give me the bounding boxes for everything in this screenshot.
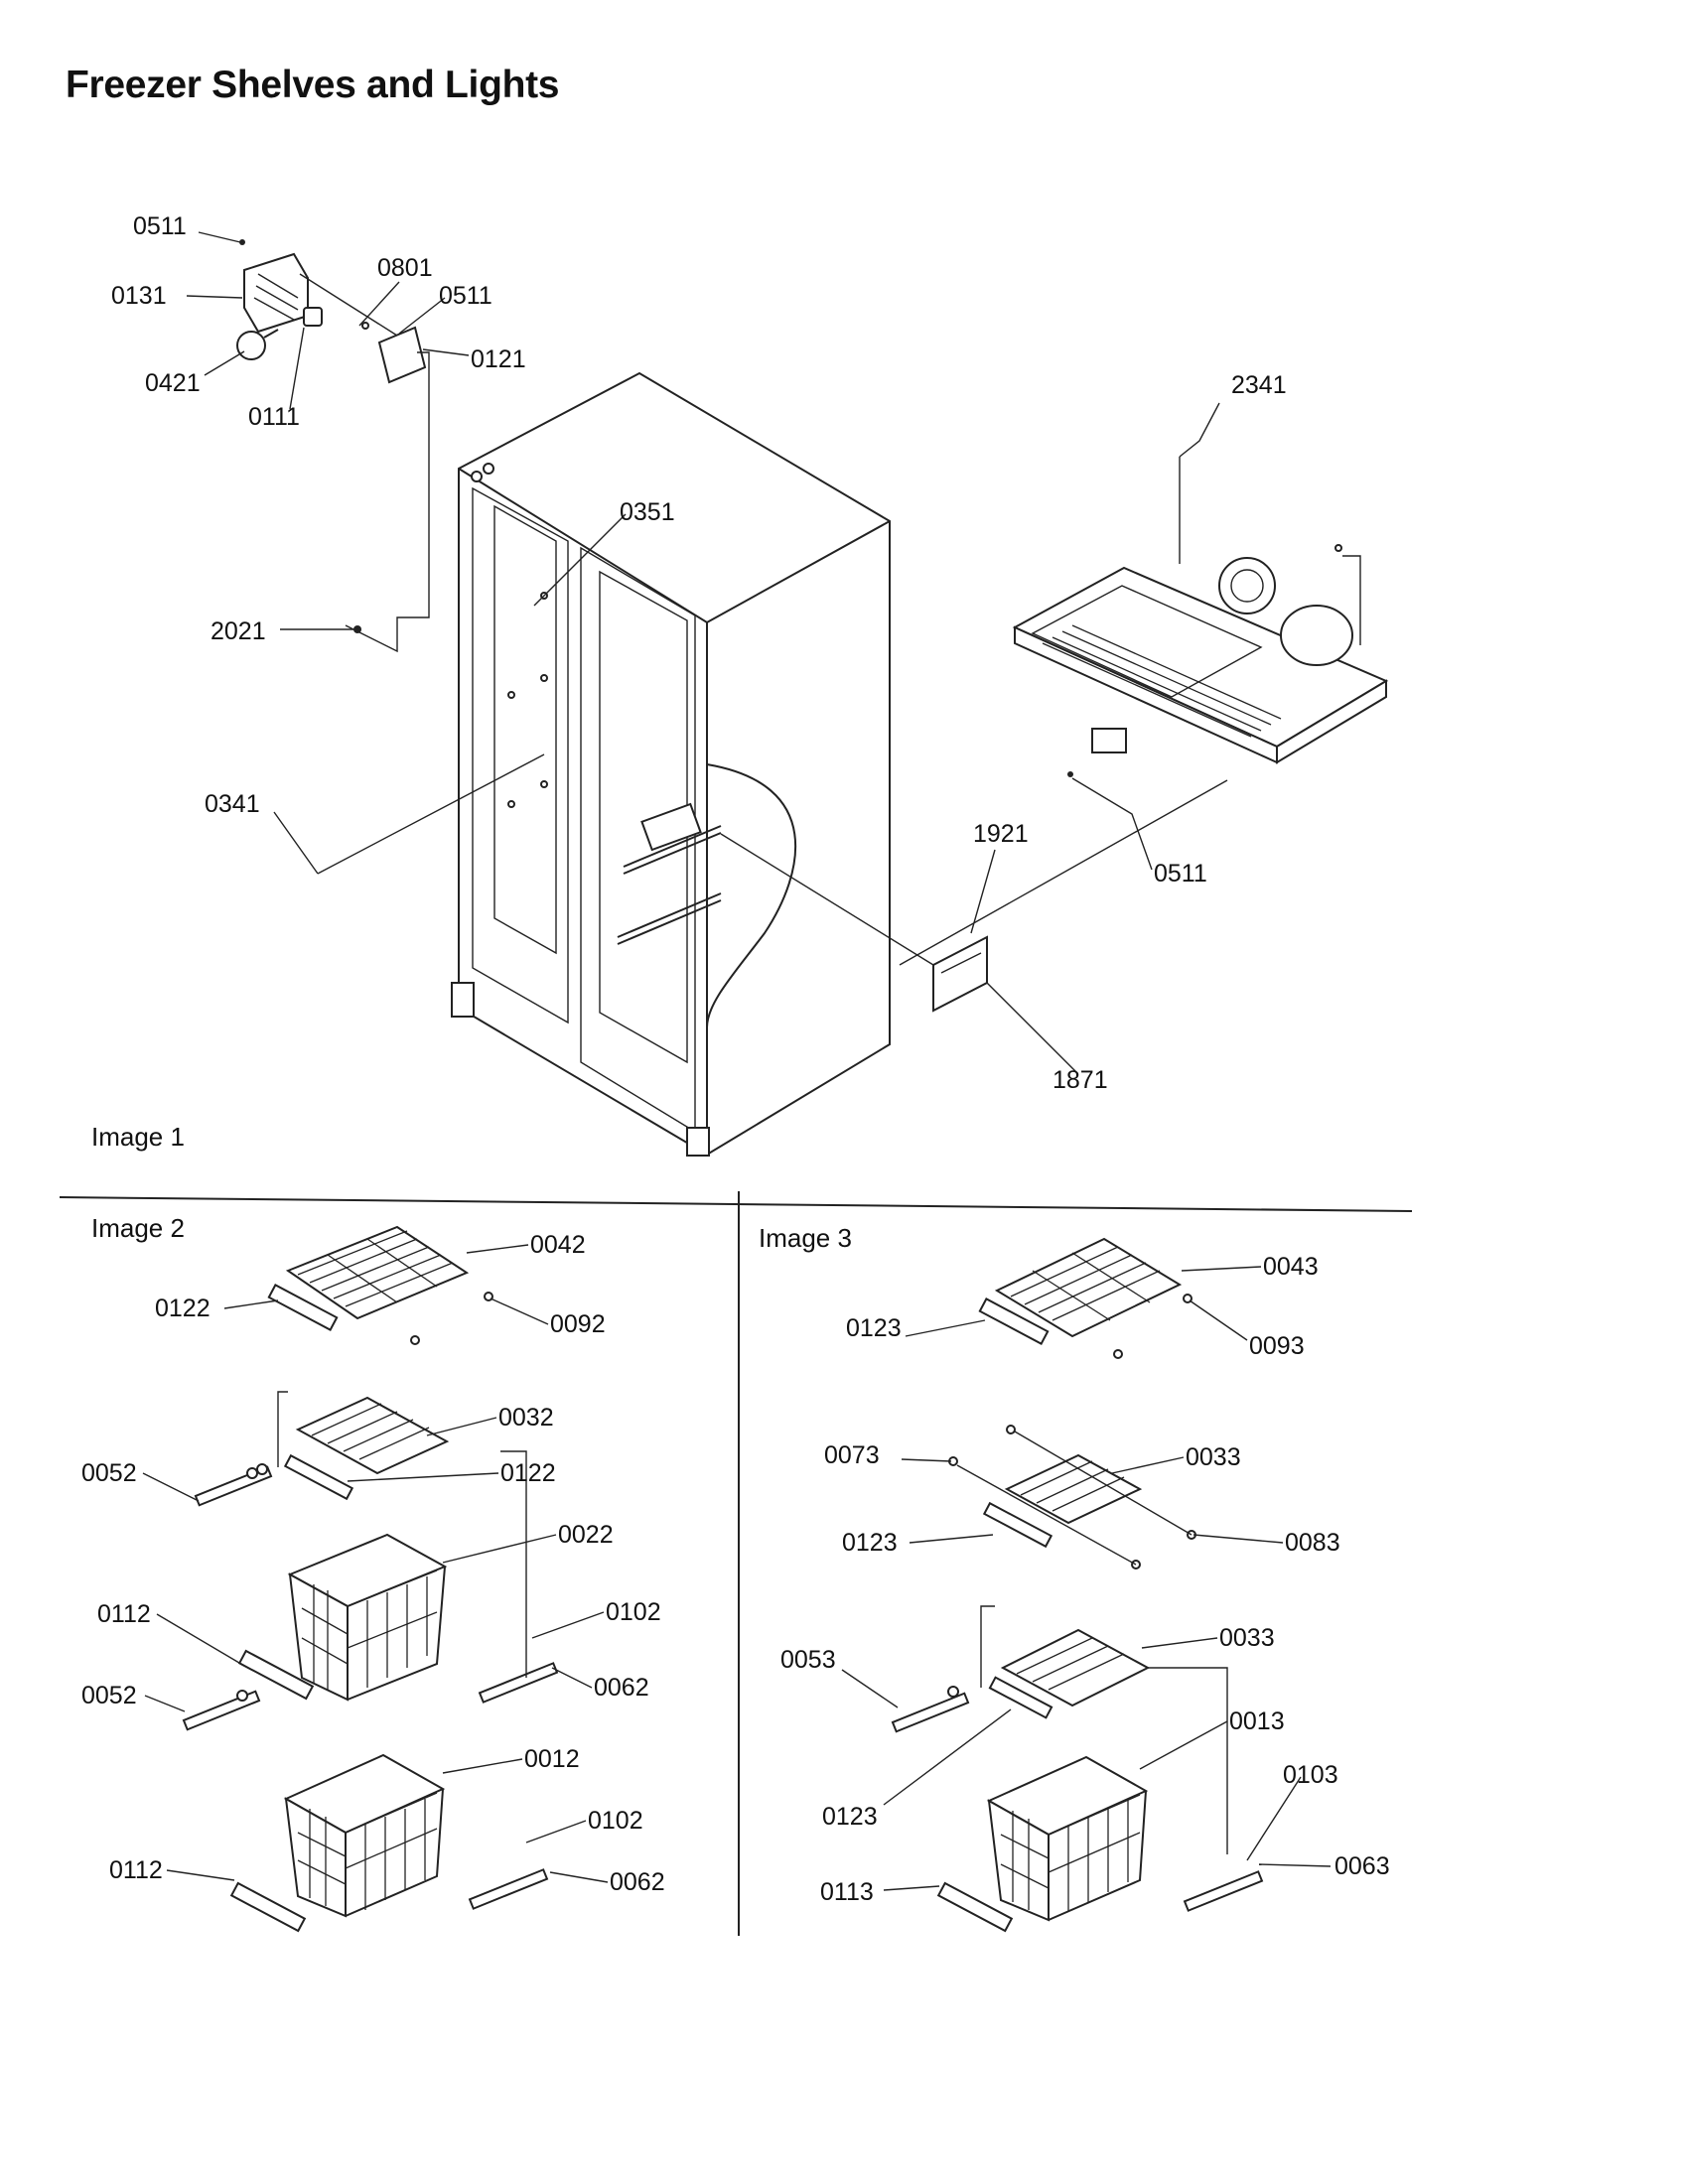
callout-0083: 0083 [1285,1529,1340,1557]
image3-parts [891,1237,1264,1933]
callout-0123-top: 0123 [846,1314,902,1342]
callout-0013: 0013 [1229,1707,1285,1735]
callout-0511-socket: 0511 [439,282,492,310]
callout-0062-upper: 0062 [594,1674,649,1702]
callout-2021: 2021 [210,617,266,645]
image2-parts [182,1225,559,1933]
callout-0052-lower: 0052 [81,1682,137,1709]
callout-0111: 0111 [248,403,300,431]
callout-0092: 0092 [550,1310,606,1338]
callout-0421: 0421 [145,369,201,397]
callout-0062-lower: 0062 [610,1868,665,1896]
callout-0102-lower: 0102 [588,1807,643,1835]
callout-0053: 0053 [780,1646,836,1674]
callout-0022: 0022 [558,1521,614,1549]
image2-leaders [142,1244,609,1883]
callout-0122-top: 0122 [155,1295,210,1322]
callout-0112-upper: 0112 [97,1600,151,1628]
panel-label-image2: Image 2 [91,1213,185,1243]
callout-0093: 0093 [1249,1332,1305,1360]
callout-0052-upper: 0052 [81,1459,137,1487]
callout-0102-upper: 0102 [606,1598,661,1626]
panel-label-image3: Image 3 [759,1223,852,1253]
callout-0073: 0073 [824,1441,880,1469]
callout-0351: 0351 [620,498,675,526]
callout-1921: 1921 [973,820,1029,848]
callout-0511-lamp: 0511 [133,212,187,240]
callout-2341: 2341 [1231,371,1287,399]
panel-label-image1: Image 1 [91,1122,185,1152]
image3-leaders [841,1266,1332,1891]
callout-0043: 0043 [1263,1253,1319,1281]
callout-0121: 0121 [471,345,526,373]
vent-cover [720,779,1228,1013]
callout-0801: 0801 [377,254,433,282]
callout-0511-unit: 0511 [1154,860,1207,887]
callout-0341: 0341 [205,790,260,818]
callout-0033-upper: 0033 [1186,1443,1241,1471]
callout-0123-low: 0123 [822,1803,878,1831]
cabinet-drawing [451,371,891,1157]
callout-0032: 0032 [498,1404,554,1432]
callout-0033-lower: 0033 [1219,1624,1275,1652]
callout-1871: 1871 [1052,1066,1108,1094]
page-title: Freezer Shelves and Lights [66,64,560,106]
callout-0042: 0042 [530,1231,586,1259]
compressor-unit [1012,457,1389,764]
callout-0063: 0063 [1334,1852,1390,1880]
light-assembly [236,252,430,653]
callout-0122-mid: 0122 [500,1459,556,1487]
callout-0113: 0113 [820,1878,874,1906]
callout-0123-mid: 0123 [842,1529,898,1557]
callout-0112-lower: 0112 [109,1856,163,1884]
panel-divider-horizontal [59,1196,1413,1212]
callout-0131: 0131 [111,282,167,310]
callout-0012: 0012 [524,1745,580,1773]
callout-0103: 0103 [1283,1761,1338,1789]
image1-leaders [186,231,1220,1073]
